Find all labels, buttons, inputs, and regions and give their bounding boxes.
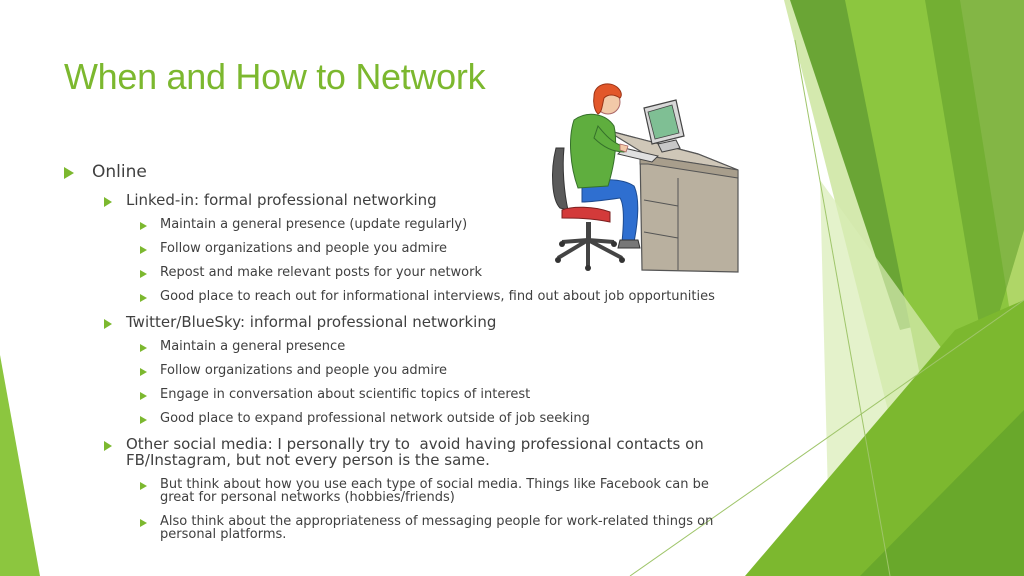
- bullet-text: Twitter/BlueSky: informal professional n…: [126, 313, 497, 331]
- bullet-level3: But think about how you use each type of…: [140, 478, 740, 504]
- person-at-computer-icon: [552, 83, 739, 273]
- bullet-text: Maintain a general presence: [160, 339, 346, 354]
- bullet-text: Online: [92, 162, 147, 182]
- bullet-arrow-icon: [140, 368, 147, 376]
- bullet-arrow-icon: [140, 246, 147, 254]
- bullet-text: Linked-in: formal professional networkin…: [126, 191, 437, 209]
- bullet-arrow-icon: [104, 197, 112, 207]
- bullet-arrow-icon: [140, 392, 147, 400]
- bullet-arrow-icon: [140, 519, 147, 527]
- bullet-arrow-icon: [140, 482, 147, 490]
- bullet-level2: Linked-in: formal professional networkin…: [104, 192, 744, 208]
- bullet-arrow-icon: [104, 319, 112, 329]
- bullet-level2: Twitter/BlueSky: informal professional n…: [104, 314, 744, 330]
- bullet-level3: Maintain a general presence: [140, 340, 780, 353]
- bullet-level3: Also think about the appropriateness of …: [140, 515, 740, 541]
- bullet-level3: Follow organizations and people you admi…: [140, 364, 780, 377]
- bullet-text: Follow organizations and people you admi…: [160, 241, 448, 256]
- bullet-arrow-icon: [64, 167, 74, 179]
- bullet-arrow-icon: [140, 222, 147, 230]
- bullet-text: Follow organizations and people you admi…: [160, 363, 448, 378]
- bullet-text: Good place to expand professional networ…: [160, 411, 590, 426]
- bullet-text: Also think about the appropriateness of …: [160, 514, 718, 542]
- bullet-arrow-icon: [140, 344, 147, 352]
- bullet-arrow-icon: [140, 294, 147, 302]
- bullet-level3: Good place to reach out for informationa…: [140, 290, 780, 303]
- slide-title: When and How to Network: [64, 56, 486, 97]
- bullet-level3: Engage in conversation about scientific …: [140, 388, 780, 401]
- bullet-level1: Online: [64, 162, 704, 182]
- bullet-text: Other social media: I personally try to …: [126, 435, 709, 469]
- bullet-text: Good place to reach out for informationa…: [160, 289, 715, 304]
- bullet-arrow-icon: [140, 270, 147, 278]
- bullet-text: Repost and make relevant posts for your …: [160, 265, 483, 280]
- bullet-text: But think about how you use each type of…: [160, 477, 713, 505]
- bullet-level3: Repost and make relevant posts for your …: [140, 266, 780, 279]
- bullet-level3: Follow organizations and people you admi…: [140, 242, 780, 255]
- bullet-level3: Maintain a general presence (update regu…: [140, 218, 780, 231]
- bullet-level2: Other social media: I personally try to …: [104, 436, 704, 468]
- bullet-arrow-icon: [140, 416, 147, 424]
- bullet-level3: Good place to expand professional networ…: [140, 412, 780, 425]
- bullet-arrow-icon: [104, 441, 112, 451]
- bullet-text: Engage in conversation about scientific …: [160, 387, 531, 402]
- bullet-text: Maintain a general presence (update regu…: [160, 217, 468, 232]
